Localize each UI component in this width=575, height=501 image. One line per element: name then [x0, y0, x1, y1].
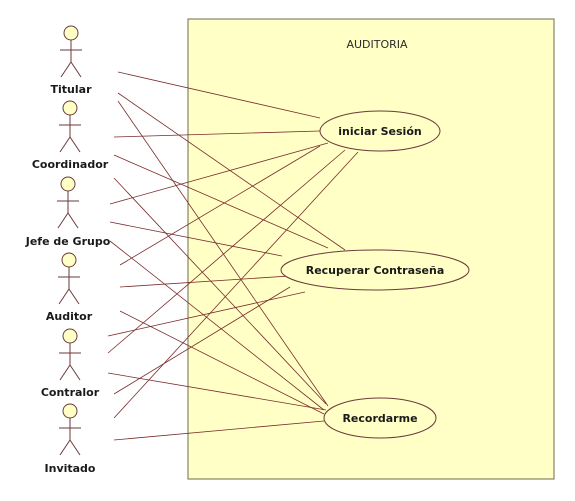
- association-invitado-recordarme: [113, 420, 325, 441]
- actor-head: [62, 328, 78, 344]
- system-title: AUDITORIA: [346, 38, 408, 51]
- association-titular-iniciar-sesion: [117, 71, 321, 119]
- use-case-label: Recuperar Contraseña: [306, 264, 445, 277]
- actor-contralor: Contralor: [41, 328, 100, 399]
- actor-left-leg: [59, 136, 71, 153]
- association-auditor-iniciar-sesion: [119, 145, 321, 266]
- association-lines: [107, 71, 359, 441]
- actor-head: [62, 403, 78, 419]
- actor-left-leg: [57, 212, 69, 229]
- actor-left-leg: [60, 61, 72, 78]
- actor-titular: Titular: [51, 25, 93, 96]
- association-titular-recuperar-contrasena: [117, 92, 346, 251]
- actor-right-leg: [69, 439, 81, 456]
- actor-label: Jefe de Grupo: [25, 235, 111, 248]
- actor-head: [60, 176, 76, 192]
- actor-left-leg: [59, 439, 71, 456]
- association-jefe-de-grupo-recordarme: [109, 240, 325, 411]
- use-case-ellipse: [323, 397, 437, 439]
- actor-jefe-de-grupo: Jefe de Grupo: [25, 176, 111, 248]
- association-auditor-recordarme: [119, 310, 325, 415]
- actor-head: [62, 100, 78, 116]
- actor-left-leg: [58, 288, 70, 305]
- actor-head: [63, 25, 79, 41]
- use-case-ellipse: [319, 110, 441, 152]
- use-case-iniciar-sesion: iniciar Sesión: [319, 110, 441, 152]
- association-invitado-iniciar-sesion: [113, 151, 359, 419]
- association-contralor-recordarme: [107, 372, 327, 411]
- actor-label: Auditor: [46, 310, 93, 323]
- association-coordinador-recordarme: [113, 177, 327, 405]
- association-jefe-de-grupo-recuperar-contrasena: [109, 221, 283, 257]
- association-contralor-iniciar-sesion: [107, 149, 346, 354]
- association-contralor-recuperar-contrasena: [107, 291, 306, 337]
- use-case-recuperar-contrasena: Recuperar Contraseña: [280, 249, 470, 291]
- actor-label: Contralor: [41, 386, 100, 399]
- actor-right-leg: [67, 212, 79, 229]
- use-case-label: Recordarme: [342, 412, 417, 425]
- actor-invitado: Invitado: [45, 403, 96, 475]
- actor-right-leg: [69, 136, 81, 153]
- use-case-recordarme: Recordarme: [323, 397, 437, 439]
- actor-auditor: Auditor: [46, 252, 93, 323]
- actor-right-leg: [70, 61, 82, 78]
- actor-right-leg: [68, 288, 80, 305]
- actor-coordinador: Coordinador: [32, 100, 109, 171]
- association-jefe-de-grupo-iniciar-sesion: [109, 142, 329, 205]
- association-coordinador-recuperar-contrasena: [113, 154, 329, 249]
- association-invitado-recuperar-contrasena: [113, 286, 291, 395]
- actor-left-leg: [59, 364, 71, 381]
- actor-right-leg: [69, 364, 81, 381]
- association-titular-recordarme: [117, 100, 329, 407]
- association-coordinador-iniciar-sesion: [113, 130, 321, 138]
- use-case-ellipse: [280, 249, 470, 291]
- actor-head: [61, 252, 77, 268]
- actor-label: Invitado: [45, 462, 96, 475]
- actor-label: Coordinador: [32, 158, 109, 171]
- use-case-label: iniciar Sesión: [338, 125, 421, 138]
- actor-label: Titular: [51, 83, 93, 96]
